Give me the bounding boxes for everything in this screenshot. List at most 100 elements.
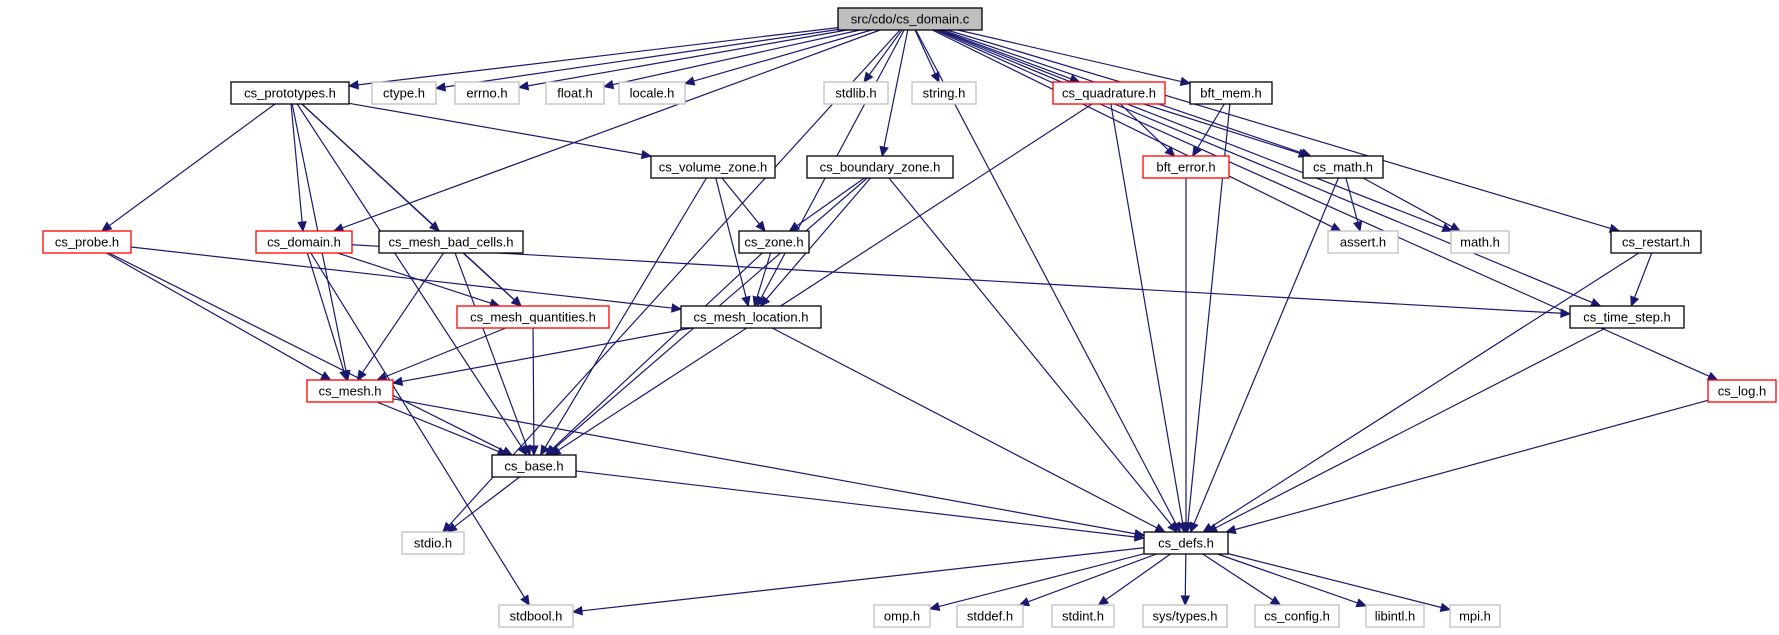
include-edge-cs_math_h-to-math_h	[1362, 177, 1461, 232]
edge-line	[932, 29, 1333, 228]
node-cs-mesh-h[interactable]: cs_mesh.h	[306, 379, 394, 403]
node-cs-boundary-zone-h[interactable]: cs_boundary_zone.h	[806, 155, 954, 179]
edge-line	[310, 252, 525, 598]
edge-line	[362, 252, 445, 373]
node-cs-config-h: cs_config.h	[1254, 604, 1340, 628]
include-edge-cs_domain_c-to-cs_quadrature_h	[939, 29, 1081, 84]
nodes-layer: src/cdo/cs_domain.c cs_prototypes.h ctype.…	[42, 7, 1777, 628]
edge-line	[1027, 553, 1157, 603]
edge-arrowhead	[1134, 532, 1146, 542]
node-cs-log-h[interactable]: cs_log.h	[1707, 379, 1777, 403]
edge-line	[937, 29, 1444, 229]
edge-arrowhead	[1167, 521, 1178, 533]
node-box	[1569, 305, 1685, 329]
edge-line	[454, 476, 520, 528]
edge-line	[771, 327, 1158, 529]
include-edge-cs_defs_h-to-cs_config_h	[1202, 553, 1282, 606]
node-cs-math-h[interactable]: cs_math.h	[1302, 155, 1384, 179]
node-box	[42, 230, 132, 254]
node-label: stdlib.h	[835, 86, 876, 101]
include-edge-cs_domain_c-to-float_h	[602, 29, 861, 90]
node-box	[498, 604, 574, 628]
edge-line	[551, 252, 763, 450]
node-box	[1302, 155, 1384, 179]
node-cs-probe-h[interactable]: cs_probe.h	[42, 230, 132, 254]
node-cs-quadrature-h[interactable]: cs_quadrature.h	[1052, 81, 1166, 105]
node-label: string.h	[923, 86, 966, 101]
edge-line	[385, 327, 507, 378]
edge-arrowhead	[683, 76, 696, 86]
node-label: stddef.h	[967, 609, 1013, 624]
node-label: cs_restart.h	[1622, 235, 1690, 250]
edge-arrowhead	[1181, 522, 1191, 534]
edge-line	[106, 252, 324, 377]
node-cs-base-h[interactable]: cs_base.h	[491, 454, 577, 478]
node-cs-restart-h[interactable]: cs_restart.h	[1610, 230, 1702, 254]
edge-arrowhead	[1179, 76, 1192, 87]
node-box	[255, 230, 353, 254]
node-label: cs_time_step.h	[1583, 310, 1670, 325]
edge-line	[936, 29, 1593, 304]
edge-arrowhead	[1706, 371, 1719, 381]
edge-line	[444, 28, 839, 88]
include-edge-cs_mesh_bad_cells_h-to-cs_base_h	[454, 252, 532, 457]
include-edge-cs_log_h-to-cs_defs_h	[1225, 399, 1709, 535]
include-edge-cs_volume_zone_h-to-cs_base_h	[539, 177, 707, 457]
node-label: ctype.h	[383, 86, 425, 101]
include-edge-cs_prototypes_h-to-cs_domain_h	[290, 103, 307, 233]
node-bft-error-h[interactable]: bft_error.h	[1142, 155, 1230, 179]
node-box	[401, 531, 465, 555]
edge-arrowhead	[930, 71, 940, 84]
edge-line	[1184, 553, 1187, 597]
node-cs-mesh-location-h[interactable]: cs_mesh_location.h	[680, 305, 822, 329]
node-float-h: float.h	[545, 81, 605, 105]
node-cs-mesh-bad-cells-h[interactable]: cs_mesh_bad_cells.h	[378, 230, 524, 254]
edge-line	[448, 29, 901, 526]
edge-line	[392, 398, 1136, 535]
node-label: libintl.h	[1375, 609, 1415, 624]
edge-line	[290, 103, 303, 223]
edge-line	[1105, 553, 1171, 601]
edge-line	[1110, 103, 1184, 524]
edge-arrowhead	[1353, 220, 1363, 233]
node-sys-types-h: sys/types.h	[1142, 604, 1228, 628]
node-label: assert.h	[1340, 235, 1386, 250]
node-cs-mesh-quantities-h[interactable]: cs_mesh_quantities.h	[456, 305, 610, 329]
include-edge-cs_domain_h-to-cs_mesh_quantities_h	[337, 252, 501, 308]
node-label: cs_log.h	[1718, 384, 1766, 399]
node-cs-domain-c[interactable]: src/cdo/cs_domain.c	[837, 7, 983, 31]
node-cs-time-step-h[interactable]: cs_time_step.h	[1569, 305, 1685, 329]
node-label: cs_quadrature.h	[1062, 86, 1156, 101]
include-edge-cs_domain_c-to-cs_boundary_zone_h	[879, 29, 909, 158]
node-label: cs_domain.h	[267, 235, 341, 250]
node-cs-domain-h[interactable]: cs_domain.h	[255, 230, 353, 254]
edge-arrowhead	[1164, 145, 1176, 157]
node-cs-defs-h[interactable]: cs_defs.h	[1143, 531, 1229, 555]
node-cs-prototypes-h[interactable]: cs_prototypes.h	[230, 81, 350, 105]
edge-arrowhead	[1449, 222, 1461, 232]
include-edge-cs_math_h-to-cs_defs_h	[1189, 177, 1339, 534]
node-cs-volume-zone-h[interactable]: cs_volume_zone.h	[650, 155, 776, 179]
node-box	[1327, 230, 1399, 254]
node-box	[823, 81, 889, 105]
edge-line	[1193, 177, 1339, 524]
node-label: cs_volume_zone.h	[659, 160, 767, 175]
node-label: bft_error.h	[1156, 160, 1215, 175]
include-edge-cs_quadrature_h-to-cs_math_h	[1143, 103, 1310, 158]
edge-line	[306, 252, 345, 372]
node-box	[454, 81, 520, 105]
include-edge-cs_domain_c-to-cs_domain_h	[332, 29, 881, 233]
edge-line	[108, 252, 505, 452]
include-edge-cs_domain_c-to-stdio_h	[442, 29, 901, 533]
edge-arrowhead	[1560, 308, 1572, 318]
node-label: cs_mesh.h	[319, 384, 382, 399]
include-edge-cs_zone_h-to-cs_base_h	[544, 252, 763, 456]
node-cs-zone-h[interactable]: cs_zone.h	[738, 230, 810, 254]
edge-arrowhead	[928, 601, 941, 612]
edge-line	[348, 102, 643, 156]
include-edge-cs_domain_c-to-cs_restart_h	[946, 29, 1621, 233]
edge-arrowhead	[319, 371, 332, 381]
edge-line	[108, 103, 276, 227]
node-bft-mem-h[interactable]: bft_mem.h	[1189, 81, 1273, 105]
edge-arrowhead	[1180, 595, 1191, 607]
